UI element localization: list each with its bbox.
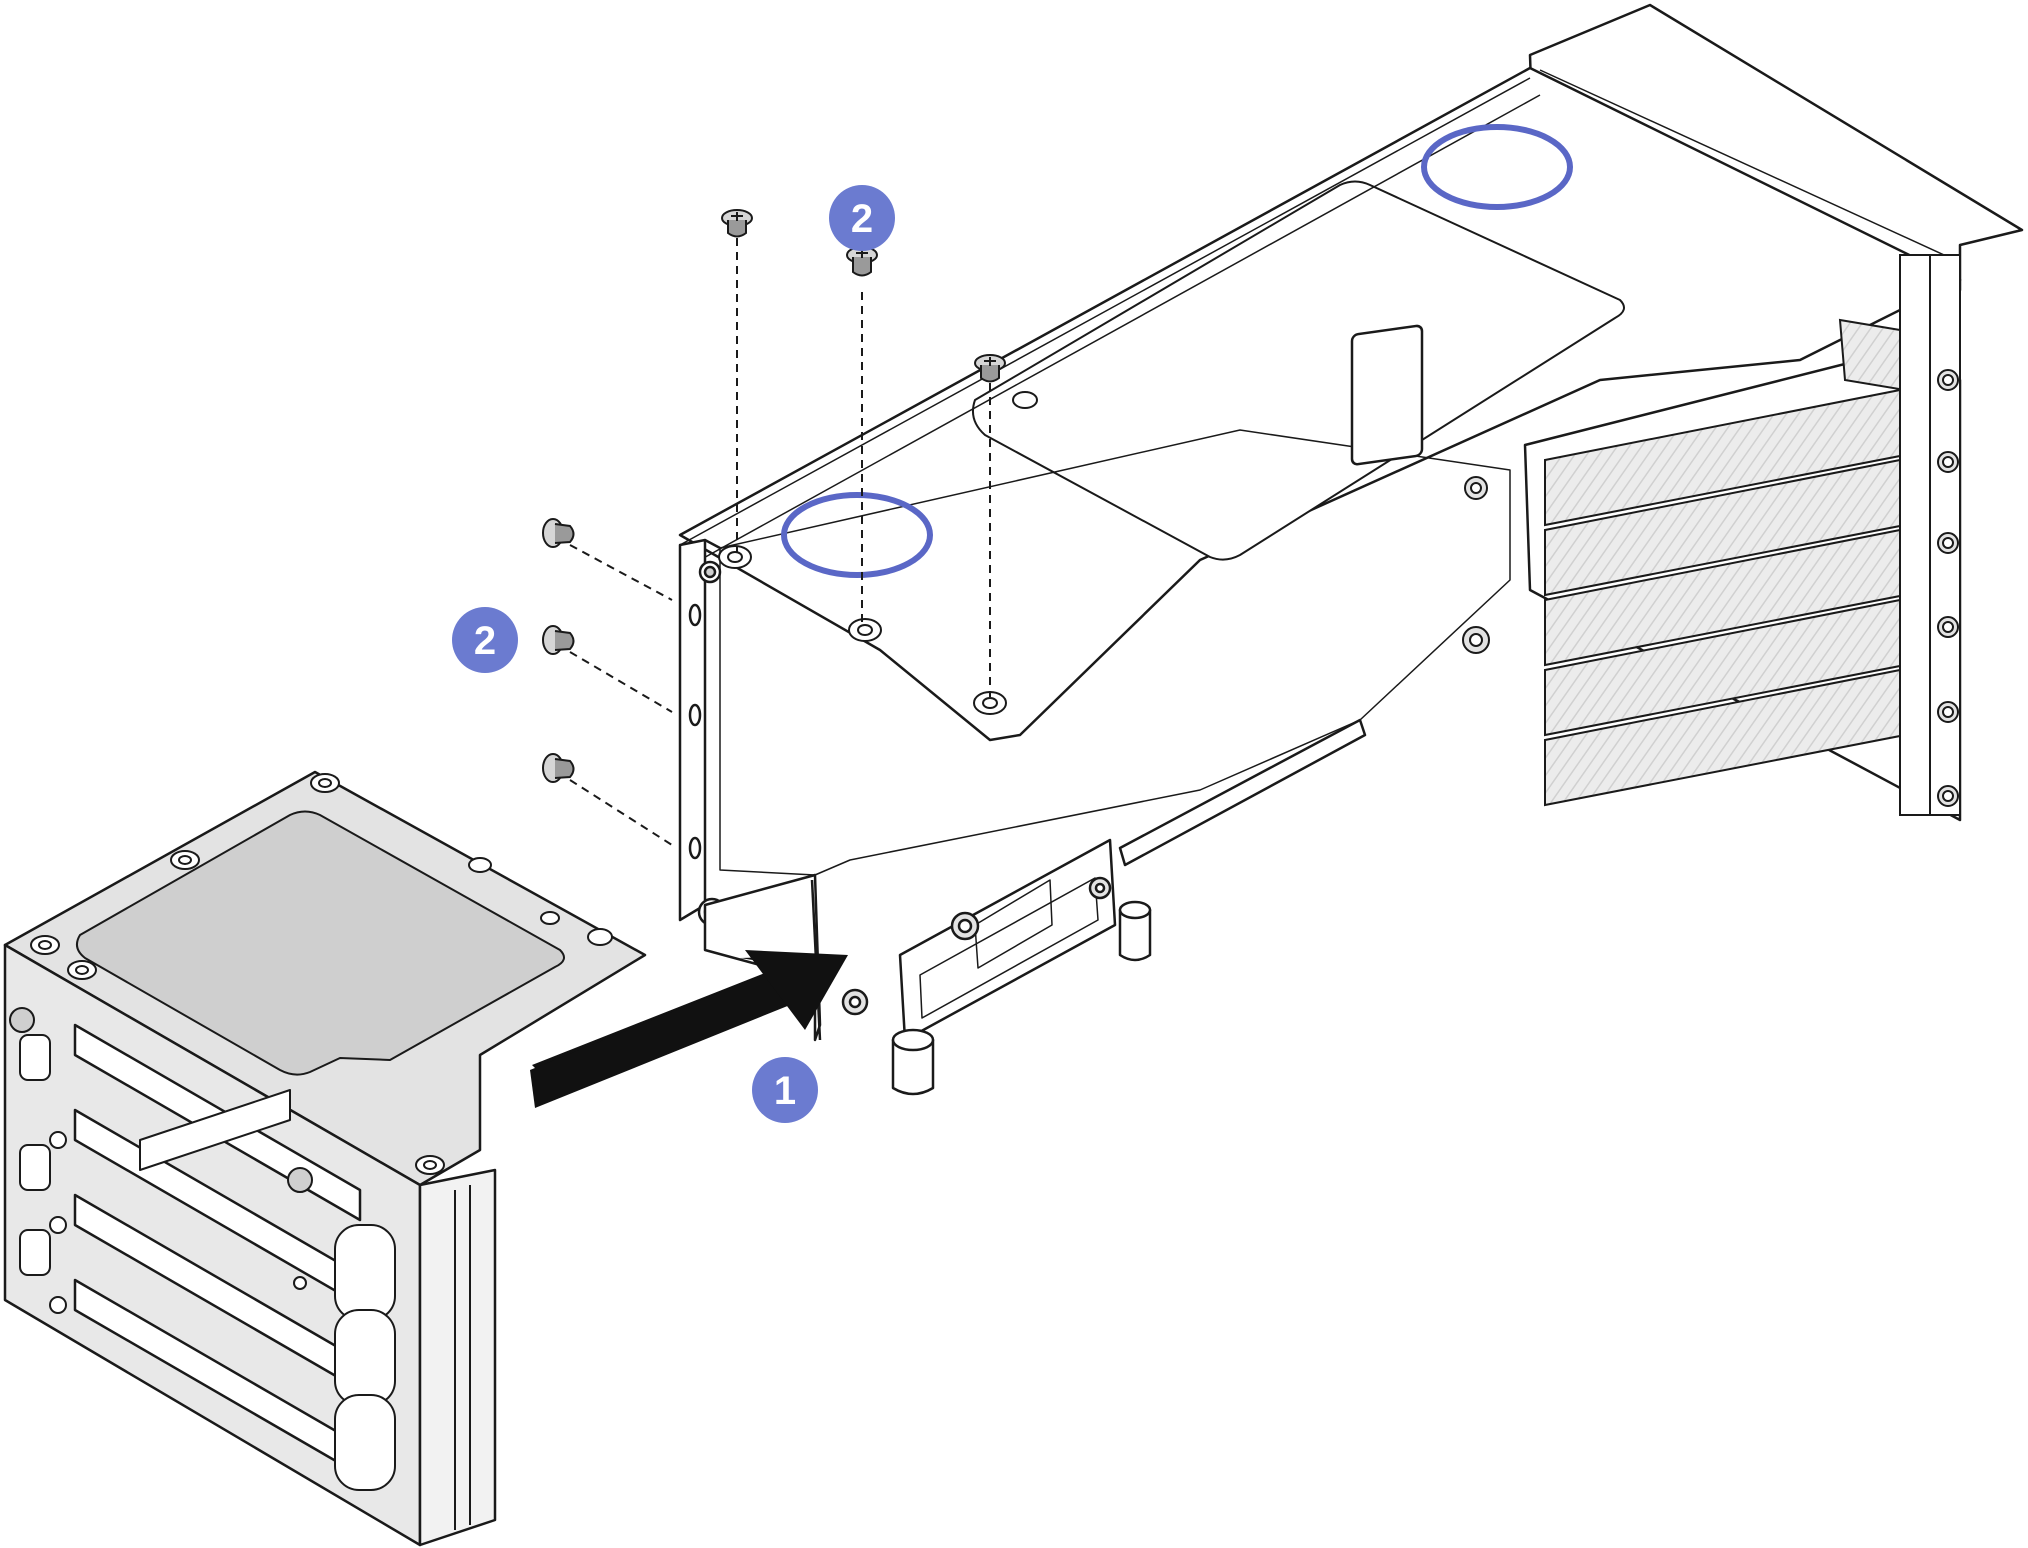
- riser-cage-vent-slot: [1350, 324, 1424, 466]
- adapter-screw-hole: [310, 773, 340, 793]
- insertion-arrow-head: [745, 950, 848, 1030]
- adapter-screw-hole: [49, 1131, 67, 1149]
- screw-top-1: [721, 209, 753, 238]
- guide-line-side-1: [569, 544, 673, 601]
- riser-card-bracket: [841, 838, 1152, 1096]
- callout-step-2-top-label: 2: [851, 197, 873, 241]
- standoff-post: [891, 1028, 935, 1096]
- adapter-screw-hole: [170, 850, 200, 870]
- adapter-cutout-1: [334, 1224, 396, 1321]
- thumbscrew: [1937, 532, 1959, 554]
- thumbscrew: [1937, 616, 1959, 638]
- screw-top-3: [974, 354, 1006, 383]
- pcie-slot-covers: [1544, 318, 1907, 807]
- adapter-screw-hole: [293, 1276, 307, 1290]
- adapter-screw-hole: [287, 1167, 313, 1193]
- insertion-arrow-body: [530, 970, 790, 1108]
- bracket-screw: [950, 911, 980, 941]
- adapter-screw-hole: [9, 1007, 35, 1033]
- screw-hole: [848, 618, 882, 642]
- adapter-screw-hole: [49, 1216, 67, 1234]
- callout-step-2-top: 2: [829, 185, 895, 251]
- screw-side-2: [542, 625, 575, 655]
- riser-cage-lower-rail: [1118, 718, 1367, 867]
- guide-lines: [569, 238, 991, 846]
- thumbscrew: [1937, 369, 1959, 391]
- callout-step-2-side: 2: [452, 607, 518, 673]
- adapter-screw-hole: [468, 857, 492, 873]
- retention-ring-upper: [1421, 124, 1573, 210]
- screw-side-3: [542, 753, 575, 783]
- thumbscrew: [1937, 701, 1959, 723]
- bracket-screw: [841, 988, 869, 1016]
- adapter-cage-side-rail: [418, 1168, 497, 1547]
- adapter-cutout-3: [334, 1394, 396, 1491]
- bracket-screw: [1088, 876, 1112, 900]
- adapter-screw-hole: [415, 1155, 445, 1175]
- screw-hole: [1462, 626, 1490, 654]
- adapter-cage-top-pad: [75, 810, 565, 1076]
- riser-cage-left-bracket: [678, 538, 707, 922]
- thumbscrew: [1937, 785, 1959, 807]
- adapter-screw-hole: [540, 911, 560, 925]
- adapter-screw-hole: [587, 928, 613, 946]
- slot-bracket-tabs: [1899, 254, 1961, 816]
- standoff-post: [1118, 900, 1152, 962]
- screw-hole: [718, 545, 752, 569]
- cage-screw-holes: [718, 391, 1490, 715]
- riser-cage-label-plate: [972, 180, 1625, 561]
- retention-rings: [781, 124, 1573, 578]
- slot-cover-1: [1838, 318, 1907, 392]
- retention-ring-lower: [781, 492, 933, 578]
- screw-side-1: [542, 518, 575, 548]
- screw-hole: [973, 691, 1007, 715]
- callout-step-2-side-label: 2: [474, 619, 496, 663]
- screw-hole: [1464, 476, 1488, 500]
- adapter-screw-hole: [30, 935, 60, 955]
- callout-step-1: 1: [752, 1057, 818, 1123]
- screw-hole: [1012, 391, 1038, 409]
- adapter-screw-hole: [67, 960, 97, 980]
- callout-step-1-label: 1: [774, 1069, 796, 1113]
- adapter-cutout-2: [334, 1309, 396, 1406]
- pcie-adapter-cage: [3, 770, 647, 1547]
- guide-line-side-3: [569, 779, 673, 846]
- thumbscrew: [1937, 451, 1959, 473]
- guide-line-side-2: [569, 651, 673, 713]
- screw-top-2: [846, 246, 878, 277]
- screws: [542, 209, 1006, 783]
- adapter-screw-hole: [49, 1296, 67, 1314]
